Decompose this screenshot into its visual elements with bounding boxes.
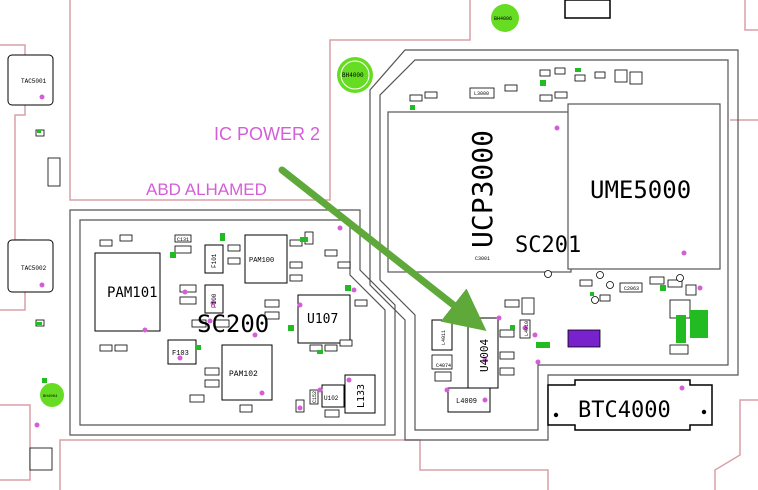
pam100-label: PAM100 — [249, 257, 274, 265]
ume5000-chip — [567, 103, 721, 270]
pam102-label: PAM102 — [229, 370, 258, 379]
top-right-component — [564, 0, 611, 19]
ucp3000-label: UCP3000 — [466, 130, 499, 248]
c152-label: C152 — [312, 391, 318, 403]
l4009-label: L4009 — [456, 398, 477, 406]
vias — [544, 270, 684, 304]
bh4006-hole — [491, 4, 519, 32]
bh4000-label: BH4000 — [342, 72, 364, 79]
btc4000-label: BTC4000 — [578, 398, 671, 423]
tac5001-label: TAC5001 — [21, 78, 47, 85]
btc-pins — [553, 409, 707, 418]
bh4000-hole-inner — [340, 60, 370, 90]
ucp3000-chip — [387, 111, 572, 273]
f103-label: F103 — [172, 350, 189, 358]
l133-label: L133 — [356, 384, 367, 408]
bh4006-label: BH4006 — [494, 16, 512, 22]
annotation-arrow — [278, 166, 487, 331]
tac5002-connector — [7, 239, 54, 293]
c4074-label: C4074 — [436, 363, 451, 369]
f100-chip — [204, 284, 224, 314]
sc201-label: SC201 — [515, 233, 581, 258]
tac5002-label: TAC5002 — [21, 265, 47, 272]
pam101-label: PAM101 — [107, 285, 158, 301]
f100-label: F100 — [211, 293, 218, 308]
green-components — [36, 68, 708, 383]
f101-label: F101 — [211, 253, 218, 268]
passive-components — [29, 67, 697, 471]
sc200-label: SC200 — [197, 310, 269, 338]
btc4000-connector — [547, 379, 713, 431]
u4004-label: U4004 — [478, 339, 491, 372]
l4011-label: L4011 — [441, 330, 447, 345]
bh4000-hole — [337, 57, 373, 93]
u102-label: U102 — [324, 395, 339, 402]
u107-label: U107 — [307, 312, 338, 327]
u107-chip — [297, 294, 351, 344]
ic-power-annotation: IC POWER 2 — [214, 124, 320, 144]
purple-chip — [567, 329, 601, 348]
bh4004-label: BH4004 — [43, 395, 58, 399]
l4009-chip — [447, 387, 491, 413]
c3001-label: C3001 — [475, 256, 490, 262]
ume5000-label: UME5000 — [590, 176, 691, 204]
c131-label: C131 — [177, 237, 189, 243]
author-annotation: ABD ALHAMED — [146, 180, 267, 199]
f103-chip — [167, 339, 197, 365]
pam102-chip — [221, 344, 273, 401]
bh4004-hole — [40, 383, 64, 407]
ucp-shield — [369, 49, 739, 441]
tac5001-connector — [7, 54, 54, 106]
u102-chip — [321, 384, 345, 408]
c2063-label: C2063 — [624, 286, 639, 292]
l3000-label: L3000 — [474, 91, 489, 97]
f101-chip — [204, 244, 224, 274]
pam101-chip — [94, 252, 161, 332]
test-points — [34, 94, 703, 428]
pam100-chip — [244, 234, 288, 284]
l4010-label: L4010 — [524, 321, 530, 336]
